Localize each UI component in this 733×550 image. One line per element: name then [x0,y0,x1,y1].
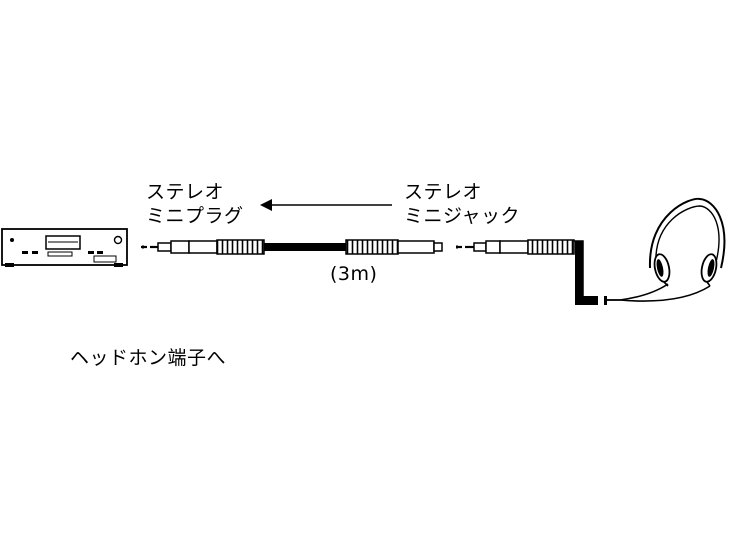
plug-label-line1: ステレオ [146,181,225,203]
extension-jack-icon [345,239,443,255]
headphone-cable [574,240,711,305]
jack-label-line1: ステレオ [404,181,483,203]
headphones-icon [648,197,726,287]
jack-label-line2: ミニジャック [404,205,521,227]
cable-length-label: (3m) [330,263,378,285]
direction-arrow [260,199,392,211]
plug-label-line2: ミニプラグ [146,205,244,227]
extension-cable [264,243,346,251]
headphone-terminal-label: ヘッドホン端子へ [70,347,227,369]
stereo-mini-plug-icon [141,239,265,255]
audio-device-icon [1,228,128,267]
headphone-plug-icon [456,239,575,255]
